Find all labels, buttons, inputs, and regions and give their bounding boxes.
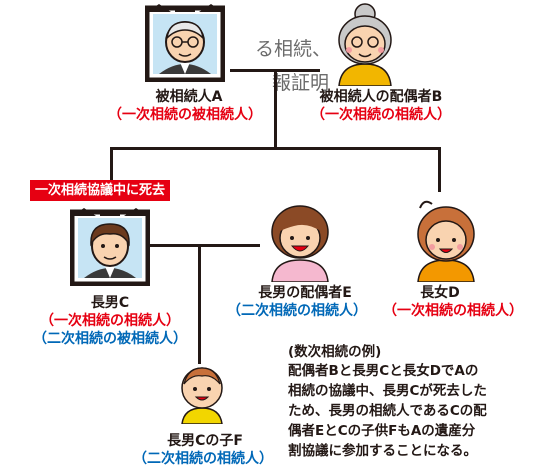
deceased-badge: 一次相続協議中に死去	[30, 180, 171, 201]
person-b-name: 被相続人の配偶者B	[319, 89, 443, 105]
person-c-portrait	[70, 206, 150, 286]
person-e-role: （二次相続の相続人）	[227, 303, 367, 319]
background-text-line1: る相続、	[255, 38, 332, 60]
person-d-role: （一次相続の相続人）	[383, 303, 523, 319]
person-c-name: 長男C	[90, 295, 130, 311]
person-c-role1: （一次相続の相続人）	[40, 313, 180, 329]
children-bar	[110, 147, 440, 150]
example-line: 配偶者Bと長男Cと長女DでAの	[288, 363, 479, 379]
person-e-avatar	[258, 196, 342, 282]
person-a-role: （一次相続の被相続人）	[108, 107, 262, 123]
example-line: 偶者EとCの子供FもAの遺産分	[288, 423, 476, 439]
person-a-portrait	[145, 2, 225, 82]
person-d-name: 長女D	[420, 285, 460, 301]
person-c-role2: （二次相続の被相続人）	[33, 331, 187, 347]
person-f-avatar	[172, 362, 232, 424]
person-f-role: （二次相続の相続人）	[133, 451, 273, 467]
drop-line-c	[110, 147, 113, 182]
example-text: 配偶者Bと長男Cと長女DでAの 相続の協議中、長男Cが死去した ため、長男の相続…	[288, 361, 546, 461]
descent-line-ab	[274, 69, 277, 149]
descent-line-ce	[198, 244, 201, 364]
example-line: 割協議に参加することになる。	[288, 443, 477, 459]
example-title: (数次相続の例)	[288, 344, 382, 360]
person-b-role: （一次相続の相続人）	[311, 107, 451, 123]
person-f-name: 長男Cの子F	[167, 433, 243, 449]
example-line: 相続の協議中、長男Cが死去した	[288, 383, 487, 399]
marriage-line-ce	[150, 244, 260, 247]
person-a-name: 被相続人A	[155, 89, 223, 105]
person-d-avatar	[404, 194, 488, 282]
person-e-name: 長男の配偶者E	[258, 285, 352, 301]
drop-line-d	[438, 147, 441, 192]
example-line: ため、長男の相続人であるCの配	[288, 403, 487, 419]
person-b-avatar	[325, 2, 405, 86]
background-text-line2: 報証明	[272, 72, 330, 94]
